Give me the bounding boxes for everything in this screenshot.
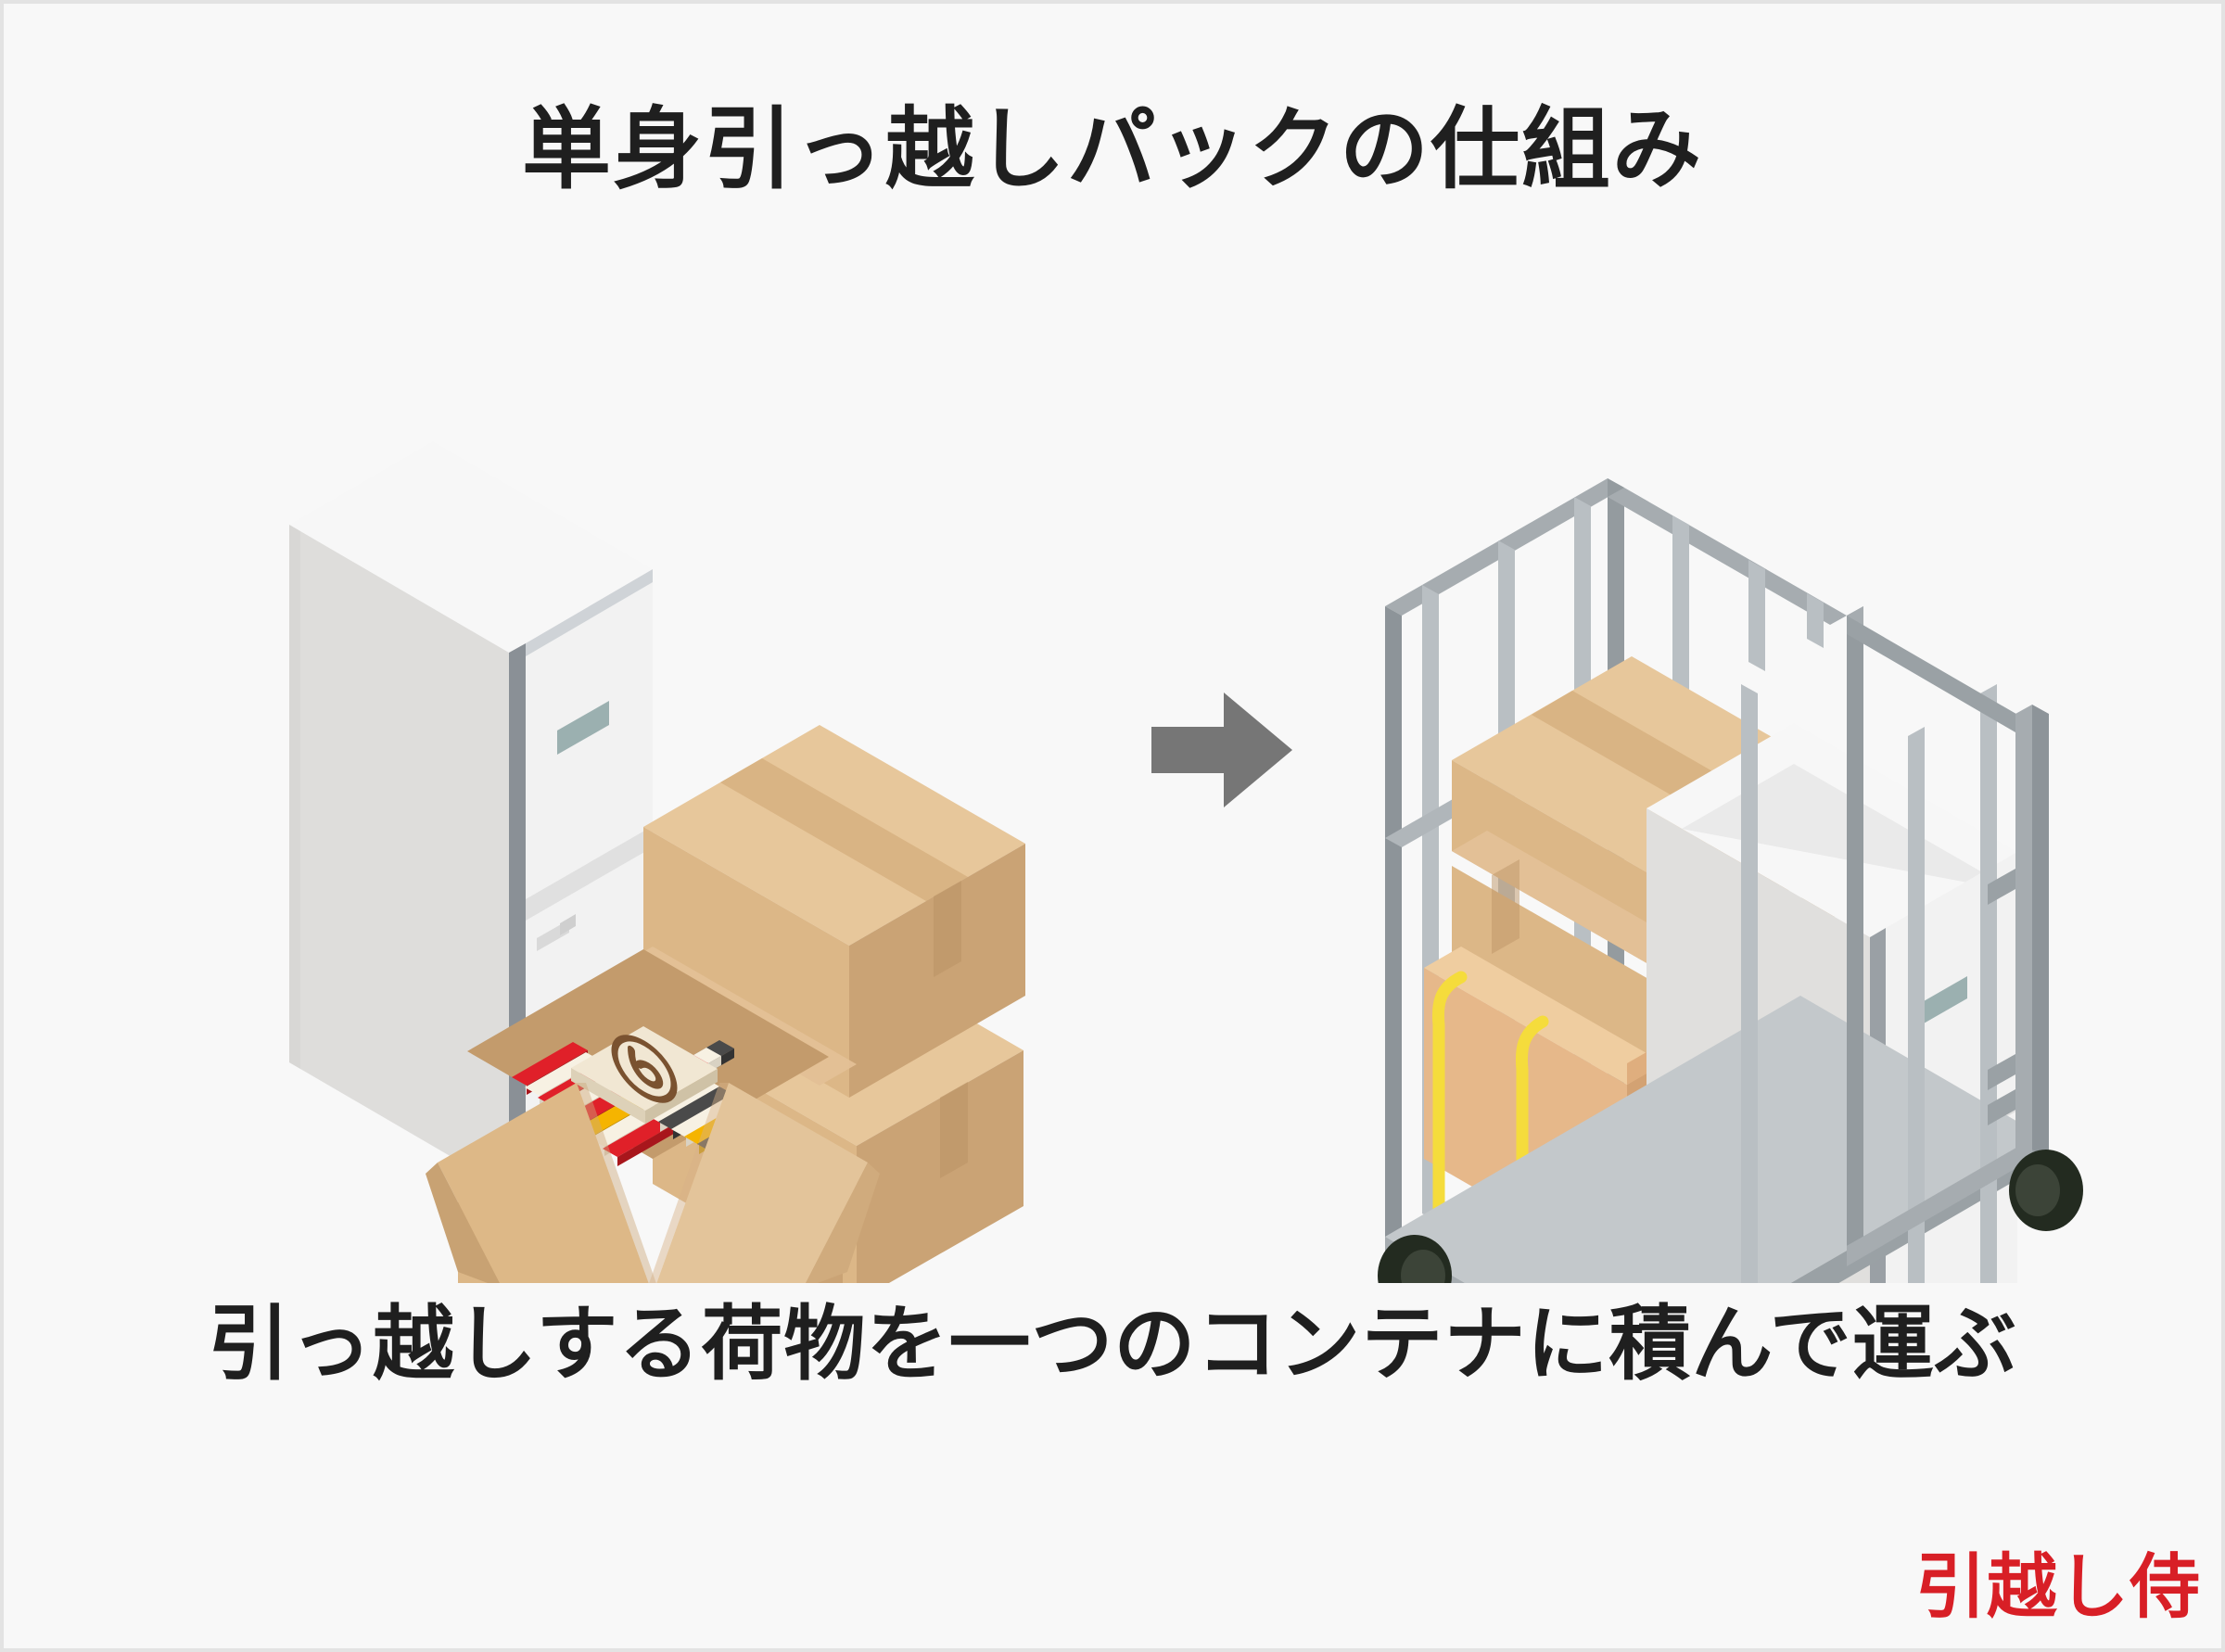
right-arrow-icon [1151, 693, 1292, 807]
caption-text: 引っ越しする荷物を一つのコンテナに積んで運ぶ [208, 1298, 2017, 1390]
brand-book [571, 1026, 718, 1124]
caster-wheels [1378, 1150, 2083, 1283]
page-title: 単身引っ越しパックの仕組み [522, 100, 1703, 199]
cage-front-frame [1741, 606, 2049, 1283]
container-cart [1378, 478, 2083, 1283]
left-group [289, 441, 1025, 1283]
open-cardboard-box [426, 949, 880, 1283]
brand-logo: 引越し侍 [1915, 1548, 2201, 1627]
books [512, 1026, 773, 1166]
illustration-stage [4, 235, 2221, 1283]
illustration-canvas: 単身引っ越しパックの仕組み [4, 4, 2221, 1648]
